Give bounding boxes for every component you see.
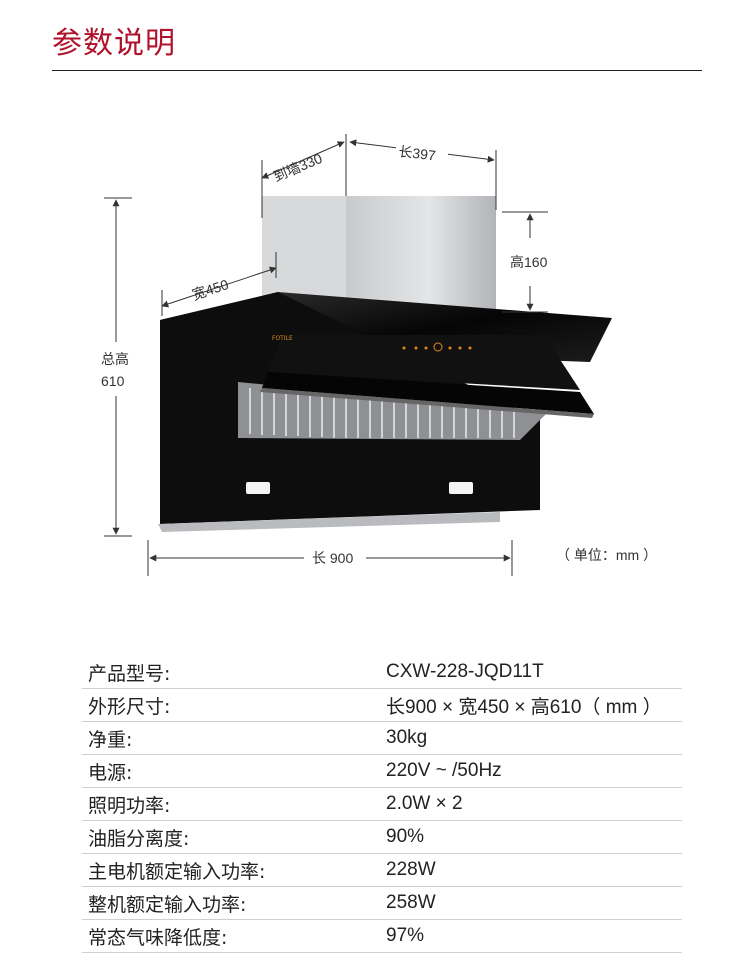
spec-value: 30kg: [386, 721, 682, 755]
dim-total-height-label: 总高: [101, 351, 129, 367]
dim-height-hood: 高160: [510, 254, 548, 270]
table-row: 外形尺寸: 长900 × 宽450 × 高610（ mm ）: [82, 688, 682, 722]
spec-label: 外形尺寸:: [82, 688, 386, 722]
table-row: 照明功率: 2.0W × 2: [82, 787, 682, 821]
dim-total-height-value: 610: [101, 373, 125, 389]
spec-label: 整机额定输入功率:: [82, 886, 386, 920]
table-row: 整机额定输入功率: 258W: [82, 886, 682, 920]
dim-to-wall: 到墙330: [271, 150, 325, 185]
page-header: 参数说明: [52, 22, 702, 71]
brand-logo: FOTILE: [272, 335, 293, 342]
control-panel-lights: [402, 342, 472, 352]
table-row: 净重: 30kg: [82, 721, 682, 755]
spec-label: 净重:: [82, 721, 386, 755]
table-row: 主电机额定输入功率: 228W: [82, 853, 682, 887]
spec-value: 258W: [386, 886, 682, 920]
hood-body: FOTILE: [158, 292, 612, 532]
dimension-lines: [104, 134, 548, 576]
spec-value: 220V ~ /50Hz: [386, 754, 682, 788]
spec-label: 产品型号:: [82, 656, 386, 689]
spec-value: 97%: [386, 919, 682, 953]
table-row: 常态气味降低度: 97%: [82, 919, 682, 953]
spec-label: 电源:: [82, 754, 386, 788]
spec-value: 228W: [386, 853, 682, 887]
spec-label: 常态气味降低度:: [82, 919, 386, 953]
spec-label: 油脂分离度:: [82, 820, 386, 854]
spec-value: 长900 × 宽450 × 高610（ mm ）: [386, 688, 682, 722]
spec-label: 主电机额定输入功率:: [82, 853, 386, 887]
spec-value: CXW-228-JQD11T: [386, 656, 682, 689]
table-row: 油脂分离度: 90%: [82, 820, 682, 854]
page-title: 参数说明: [52, 26, 176, 61]
dim-length-bottom: 长 900: [312, 550, 353, 566]
spec-value: 2.0W × 2: [386, 787, 682, 821]
spec-label: 照明功率:: [82, 787, 386, 821]
table-row: 电源: 220V ~ /50Hz: [82, 754, 682, 788]
table-row: 产品型号: CXW-228-JQD11T: [82, 656, 682, 689]
range-hood-dimension-diagram: FOTILE 到墙330 长397 宽450 高160 总高 610: [101, 134, 657, 576]
title-divider: [52, 70, 702, 71]
unit-note: （ 单位：mm ）: [556, 547, 657, 563]
spec-value: 90%: [386, 820, 682, 854]
dim-length-top: 长397: [398, 143, 437, 163]
spec-table: 产品型号: CXW-228-JQD11T 外形尺寸: 长900 × 宽450 ×…: [82, 656, 682, 953]
